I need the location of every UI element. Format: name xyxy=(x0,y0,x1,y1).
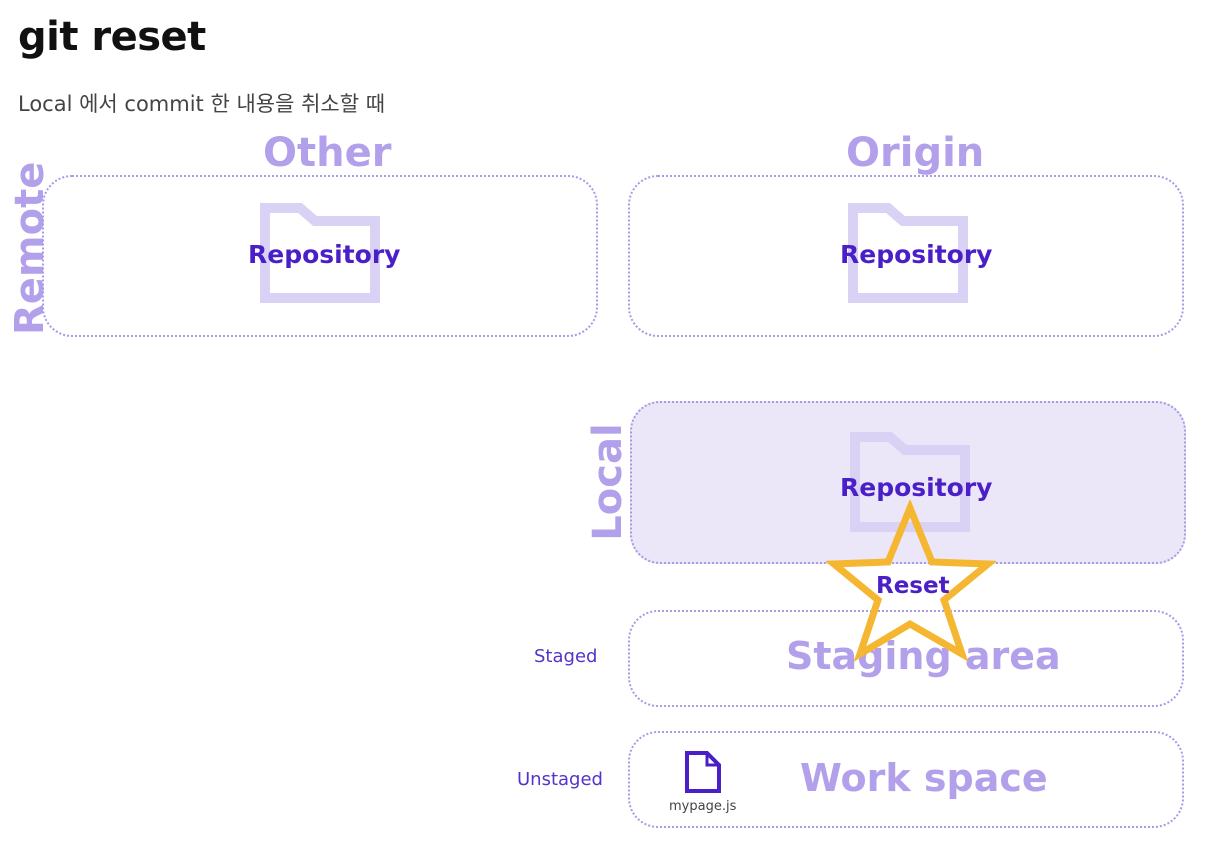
origin-repository-box xyxy=(628,175,1184,337)
local-repository-box xyxy=(630,401,1186,564)
local-repository-label: Repository xyxy=(840,473,993,502)
origin-repository-label: Repository xyxy=(840,240,993,269)
reset-label: Reset xyxy=(876,573,950,599)
file-name: mypage.js xyxy=(669,799,737,814)
staged-label: Staged xyxy=(534,646,598,667)
folder-icon xyxy=(848,203,968,303)
star-icon xyxy=(826,500,996,662)
file-icon xyxy=(685,751,721,793)
page-title: git reset xyxy=(18,14,206,60)
workspace-box xyxy=(628,731,1184,828)
origin-label: Origin xyxy=(846,130,985,176)
folder-icon xyxy=(260,203,380,303)
staging-area-box xyxy=(628,610,1184,707)
other-label: Other xyxy=(263,130,392,176)
folder-icon xyxy=(850,432,970,532)
page-subtitle: Local 에서 commit 한 내용을 취소할 때 xyxy=(18,92,386,116)
other-repository-label: Repository xyxy=(248,240,401,269)
local-label: Local xyxy=(585,423,631,541)
unstaged-label: Unstaged xyxy=(517,769,603,790)
other-repository-box xyxy=(42,175,598,337)
workspace-label: Work space xyxy=(800,756,1048,800)
staging-area-label: Staging area xyxy=(786,634,1061,678)
